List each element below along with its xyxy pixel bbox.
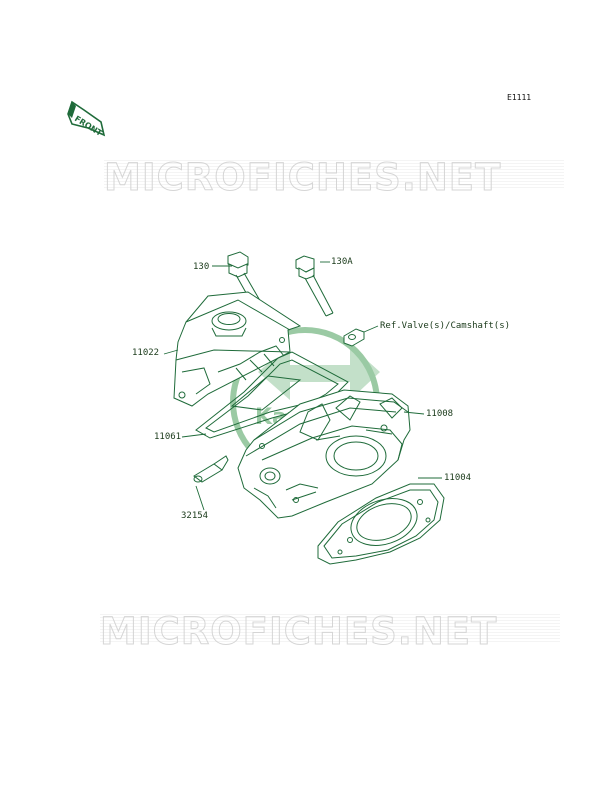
watermark-top-stripes <box>104 160 564 190</box>
part-label-130a: 130A <box>331 257 353 267</box>
bolt-130 <box>227 251 267 315</box>
part-label-11061: 11061 <box>154 432 182 442</box>
diagram-reference-code: E1111 <box>507 93 532 102</box>
part-label-11022: 11022 <box>132 348 160 358</box>
part-label-11004: 11004 <box>444 473 472 483</box>
part-label-32154: 32154 <box>181 511 209 521</box>
watermark-bottom: MICROFICHES.NET <box>99 610 497 654</box>
cylinder-head-11008 <box>237 389 411 519</box>
part-label-130: 130 <box>193 262 210 272</box>
gasket-11061 <box>195 351 349 439</box>
watermark-top: MICROFICHES.NET <box>103 156 501 200</box>
leader-lines <box>163 261 442 511</box>
cylinder-gasket-11004 <box>317 483 445 565</box>
part-label-11008: 11008 <box>426 409 454 419</box>
ref-washer <box>343 328 365 347</box>
front-arrow-icon: FRONT <box>67 100 106 138</box>
part-label-ref-valve-camshaft: Ref.Valve(s)/Camshaft(s) <box>380 321 511 331</box>
bolt-130a <box>295 255 334 317</box>
cylinder-head-cover-11022 <box>173 291 302 407</box>
watermark-bottom-stripes <box>100 614 560 644</box>
dowel-pin-32154 <box>193 455 229 483</box>
